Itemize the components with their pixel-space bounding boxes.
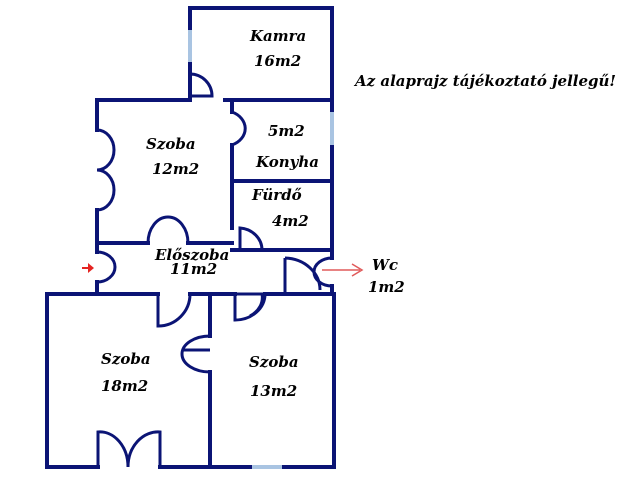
room-area-konyha: 5m2 <box>268 122 305 140</box>
room-area-wc: 1m2 <box>368 278 405 296</box>
room-name-szoba-12: Szoba <box>146 135 196 153</box>
door-swing <box>231 110 247 147</box>
room-name-furdo: Fürdő <box>252 186 302 204</box>
door-swing <box>238 226 264 251</box>
room-name-wc: Wc <box>372 256 398 274</box>
windows <box>188 30 334 469</box>
room-name-eloszoba: Előszoba <box>155 246 230 264</box>
room-area-szoba-12: 12m2 <box>152 160 200 178</box>
room-name-szoba-13: Szoba <box>249 353 299 371</box>
room-name-konyha: Konyha <box>256 153 319 171</box>
room-area-szoba-13: 13m2 <box>250 382 298 400</box>
room-area-furdo: 4m2 <box>272 212 309 230</box>
door-swing <box>126 430 162 468</box>
door-swing <box>283 256 322 294</box>
room-area-kamra: 16m2 <box>254 52 302 70</box>
doors <box>96 72 333 468</box>
door-swing <box>312 256 333 288</box>
door-swing <box>96 128 116 212</box>
door-swing <box>235 292 264 318</box>
room-area-eloszoba: 11m2 <box>170 260 218 278</box>
disclaimer-note: Az alaprajz tájékoztató jellegű! <box>355 72 617 90</box>
door-swing <box>189 72 214 98</box>
entry-arrow <box>82 263 94 273</box>
door-swing <box>156 293 192 328</box>
walls <box>45 6 336 469</box>
room-area-szoba-18: 18m2 <box>101 377 149 395</box>
door-swing <box>96 430 130 468</box>
door-swing <box>146 215 190 244</box>
wc-arrow <box>322 263 364 277</box>
door-swing <box>180 334 211 374</box>
door-swing <box>96 250 117 284</box>
room-name-kamra: Kamra <box>250 27 307 45</box>
room-name-szoba-18: Szoba <box>101 350 151 368</box>
